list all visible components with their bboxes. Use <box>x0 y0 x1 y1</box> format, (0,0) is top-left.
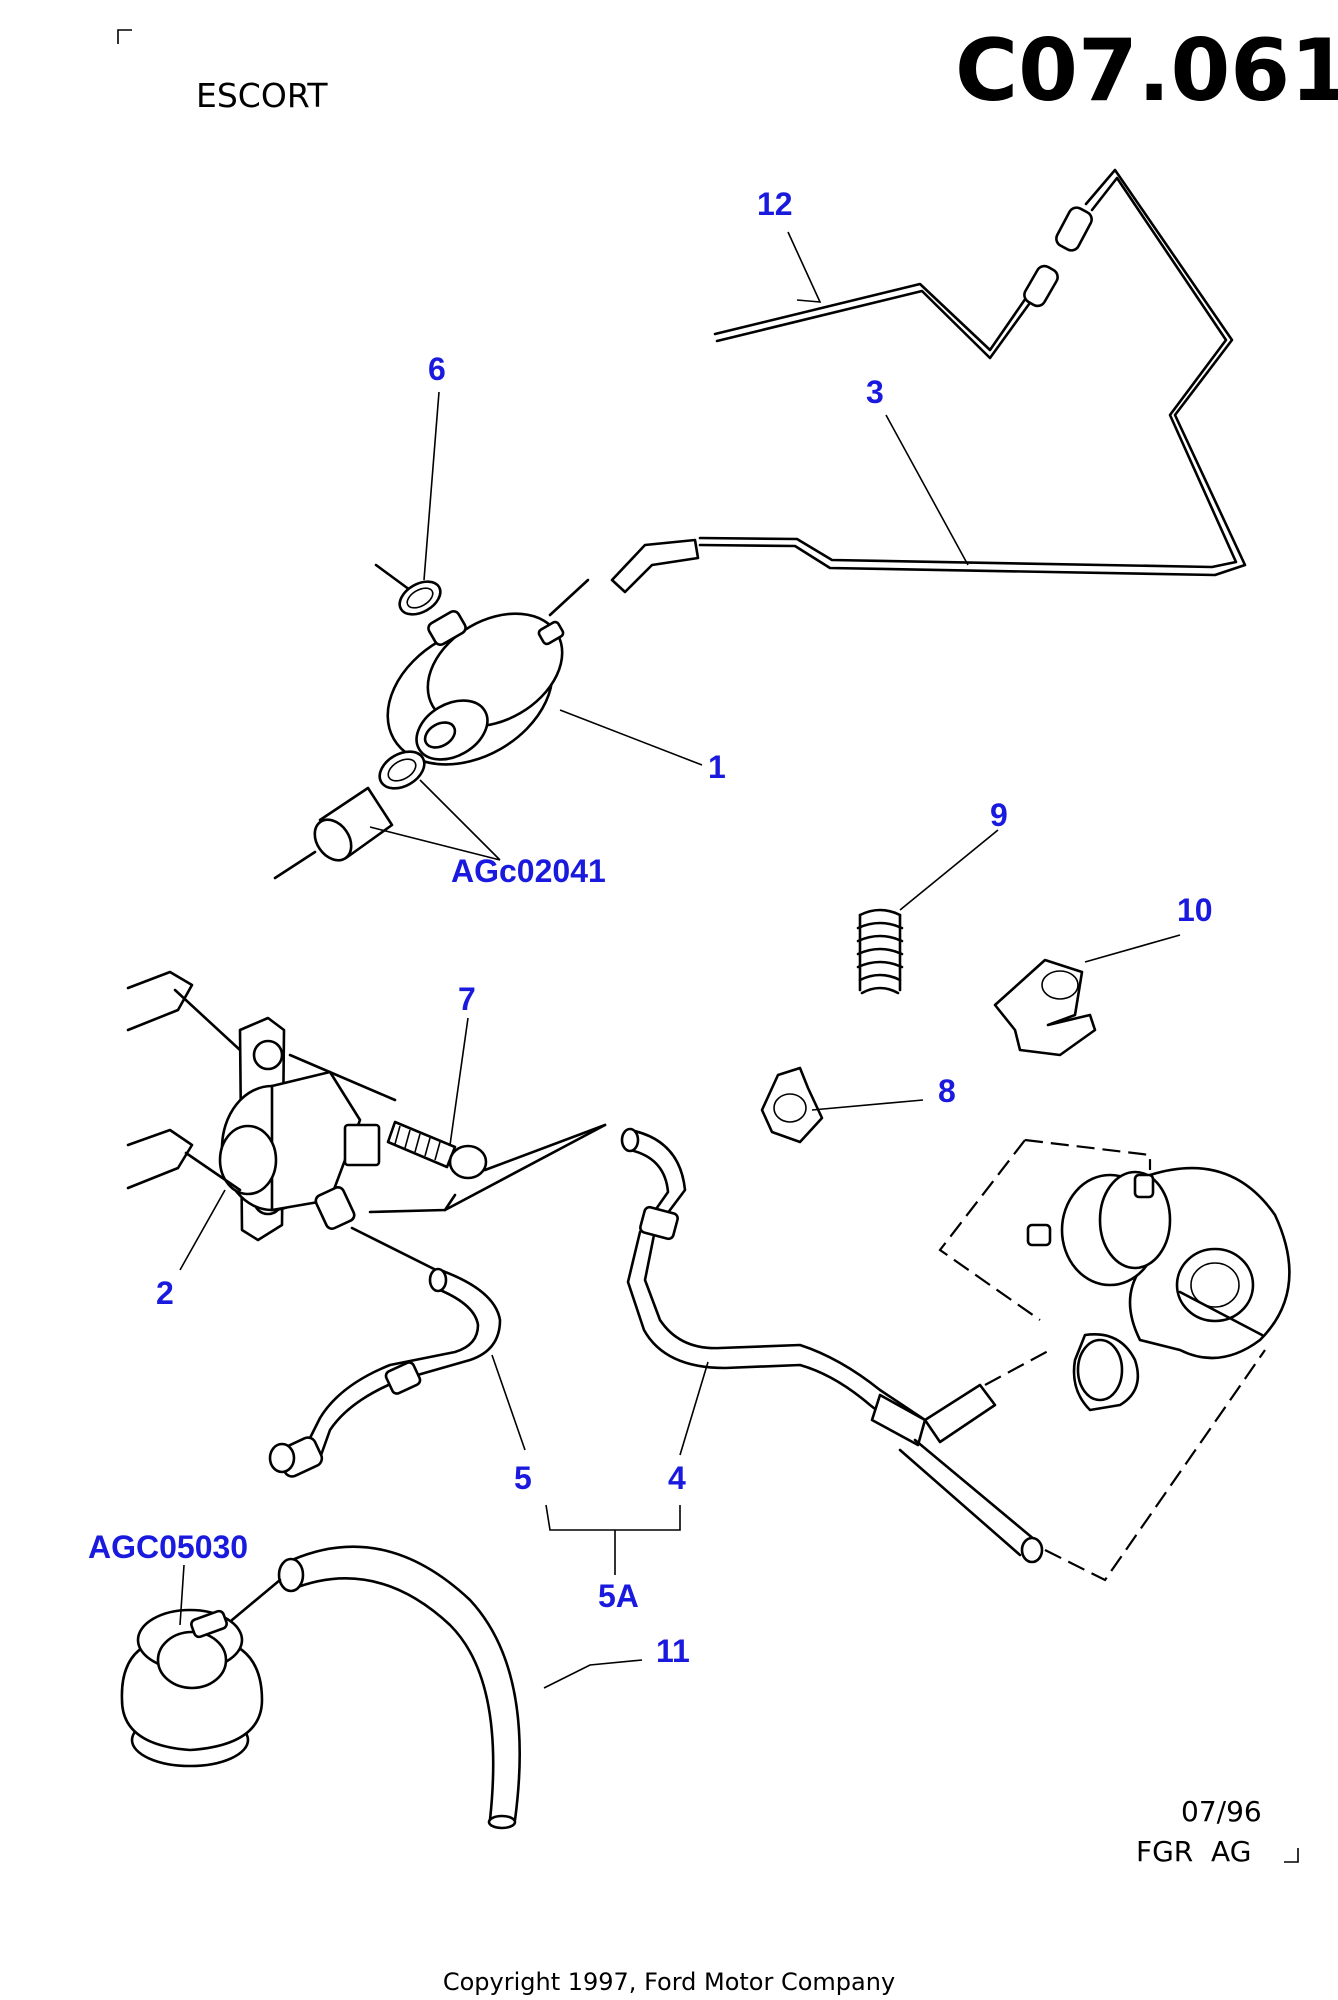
label-part-12: 12 <box>757 186 793 222</box>
label-part-8: 8 <box>938 1073 956 1109</box>
model-name: ESCORT <box>196 76 328 115</box>
vacuum-hose-5 <box>268 1226 502 1478</box>
label-part-11: 11 <box>656 1633 690 1669</box>
retaining-clip-10 <box>993 958 1097 1057</box>
pipe-assembly-top <box>610 168 1247 594</box>
leader-7 <box>449 1017 469 1146</box>
leader-6 <box>423 391 440 581</box>
hose-clip-6 <box>374 563 442 616</box>
leader-ref1 <box>369 779 501 861</box>
label-ref-agc02041: AGc02041 <box>451 853 606 889</box>
leader-11 <box>543 1659 643 1689</box>
hose-clip-lower <box>378 750 426 790</box>
vacuum-hose-11 <box>230 1545 521 1830</box>
label-part-4: 4 <box>668 1460 686 1496</box>
vacuum-reservoir <box>120 1608 264 1768</box>
leader-1 <box>559 709 703 766</box>
label-part-5: 5 <box>514 1460 532 1496</box>
leader-10 <box>1084 934 1181 963</box>
spring-9 <box>856 908 904 995</box>
leader-3 <box>885 414 969 566</box>
corner-mark-top-left <box>117 29 132 44</box>
stamp-date: 07/96 <box>1181 1795 1262 1828</box>
leader-9 <box>899 829 999 911</box>
label-part-2: 2 <box>156 1275 174 1311</box>
leader-5 <box>491 1354 526 1451</box>
label-part-3: 3 <box>866 374 884 410</box>
leader-ref2 <box>179 1564 185 1626</box>
leader-lines <box>179 231 1181 1689</box>
leader-12 <box>787 231 822 303</box>
diagram-code: C07.061 <box>955 21 1338 121</box>
bolt-7 <box>386 1120 607 1212</box>
label-part-5a: 5A <box>598 1578 639 1614</box>
leader-5a <box>545 1504 681 1575</box>
copyright-footer: Copyright 1997, Ford Motor Company <box>443 1968 895 1996</box>
leader-2 <box>179 1189 226 1271</box>
label-part-9: 9 <box>990 797 1008 833</box>
label-part-1: 1 <box>708 749 726 785</box>
leader-4 <box>679 1361 709 1456</box>
hose-clip-8 <box>760 1066 824 1144</box>
vacuum-hose-4 <box>368 1123 1044 1564</box>
label-ref-agc05030: AGC05030 <box>88 1529 248 1565</box>
label-part-7: 7 <box>458 981 476 1017</box>
filter-canister <box>386 578 590 766</box>
solenoid-valve-2 <box>126 970 397 1242</box>
label-part-10: 10 <box>1177 892 1213 928</box>
turbo-wastegate <box>938 1138 1291 1582</box>
label-part-6: 6 <box>428 351 446 387</box>
leader-8 <box>811 1099 924 1111</box>
stamp-code: FGR AG <box>1136 1835 1251 1868</box>
hose-stub <box>273 786 394 880</box>
corner-mark-bottom-right <box>1284 1848 1299 1863</box>
